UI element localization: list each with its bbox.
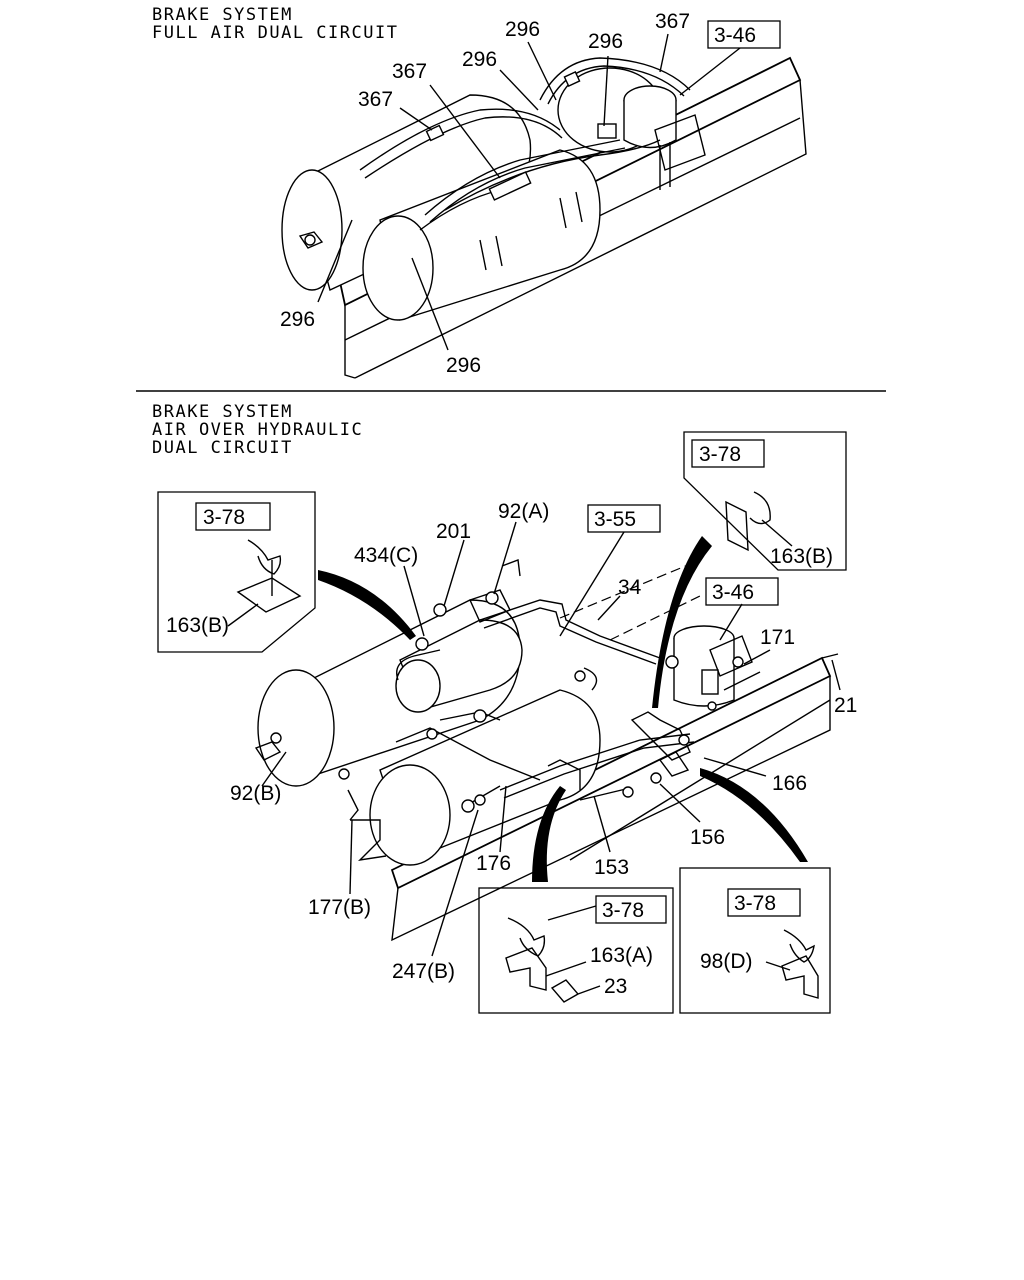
ref-box[interactable]	[691, 439, 765, 468]
bracket-icon	[505, 947, 547, 991]
top-hose-bundle	[359, 57, 691, 231]
clip-icon	[247, 539, 282, 575]
ref-label: 3-55	[594, 508, 636, 531]
part-label: 163(B)	[166, 614, 229, 637]
clip-icon	[507, 917, 546, 957]
ref-box[interactable]	[727, 888, 801, 917]
ref-box[interactable]	[595, 895, 667, 924]
top-title-line1: BRAKE SYSTEM	[152, 5, 293, 25]
plate-icon	[236, 577, 302, 613]
main-ref-box-b[interactable]: 3-46	[705, 577, 779, 606]
part-label: 367	[358, 88, 393, 111]
top-leaders	[317, 33, 741, 351]
detail-box-bottom-center: 3-78 163(A) 23	[478, 887, 674, 1014]
bolt-icon	[550, 979, 601, 1003]
detail-box-top-right: 3-78 163(B)	[683, 431, 847, 571]
clip-icon	[749, 491, 771, 525]
top-title-line2: FULL AIR DUAL CIRCUIT	[152, 23, 398, 43]
bottom-part-labels: 201 92(A) 434(C) 34 171 21 92(B) 166 156…	[230, 500, 857, 983]
part-label: 23	[604, 975, 627, 998]
detail-box-bottom-right: 3-78 98(D)	[679, 867, 831, 1014]
bottom-title-line2: AIR OVER HYDRAULIC	[152, 420, 363, 440]
part-label: 92(B)	[230, 782, 281, 805]
part-label: 171	[760, 626, 795, 649]
bottom-title-line3: DUAL CIRCUIT	[152, 438, 293, 458]
part-label: 34	[618, 576, 642, 599]
bottom-leaders	[261, 521, 841, 957]
bottom-air-tank-front	[369, 689, 601, 866]
part-label: 177(B)	[308, 896, 371, 919]
clip-icon	[783, 929, 815, 963]
part-label: 153	[594, 856, 629, 879]
ref-label: 3-78	[699, 443, 741, 466]
part-label: 434(C)	[354, 544, 418, 567]
ref-label: 3-78	[734, 892, 776, 915]
part-label: 201	[436, 520, 471, 543]
top-ref-box[interactable]: 3-46	[707, 20, 781, 49]
ref-label: 3-78	[602, 899, 644, 922]
part-label: 367	[392, 60, 427, 83]
ref-label: 3-78	[203, 506, 245, 529]
bottom-section: BRAKE SYSTEM AIR OVER HYDRAULIC DUAL CIR…	[152, 402, 857, 1014]
part-label: 163(B)	[770, 545, 833, 568]
part-label: 367	[655, 10, 690, 33]
ref-label: 3-46	[712, 581, 754, 604]
part-label: 296	[280, 308, 315, 331]
part-label: 163(A)	[590, 944, 653, 967]
part-label: 247(B)	[392, 960, 455, 983]
top-compressor	[557, 67, 706, 190]
main-ref-box-a[interactable]: 3-55	[587, 504, 661, 533]
part-label: 21	[834, 694, 857, 717]
part-label: 296	[505, 18, 540, 41]
bottom-small-tank	[395, 619, 523, 713]
bottom-chamber	[673, 625, 735, 707]
part-label: 296	[446, 354, 481, 377]
part-label: 98(D)	[700, 950, 753, 973]
part-label: 92(A)	[498, 500, 549, 523]
part-label: 296	[588, 30, 623, 53]
top-air-tank-rear	[281, 94, 532, 291]
bottom-fittings	[338, 591, 744, 813]
top-section: BRAKE SYSTEM FULL AIR DUAL CIRCUIT	[152, 5, 807, 379]
bracket-icon	[781, 955, 819, 999]
part-label: 166	[772, 772, 807, 795]
detail-box-top-left: 3-78 163(B)	[157, 491, 316, 653]
plate-icon	[725, 500, 749, 552]
part-label: 176	[476, 852, 511, 875]
bottom-title-line1: BRAKE SYSTEM	[152, 402, 293, 422]
top-ref-label: 3-46	[714, 24, 756, 47]
pointer-wedges	[318, 536, 808, 882]
ref-box[interactable]	[195, 502, 271, 531]
top-part-labels: 296 367 296 296 367 367 296 296	[280, 10, 690, 377]
part-label: 296	[462, 48, 497, 71]
part-label: 156	[690, 826, 725, 849]
